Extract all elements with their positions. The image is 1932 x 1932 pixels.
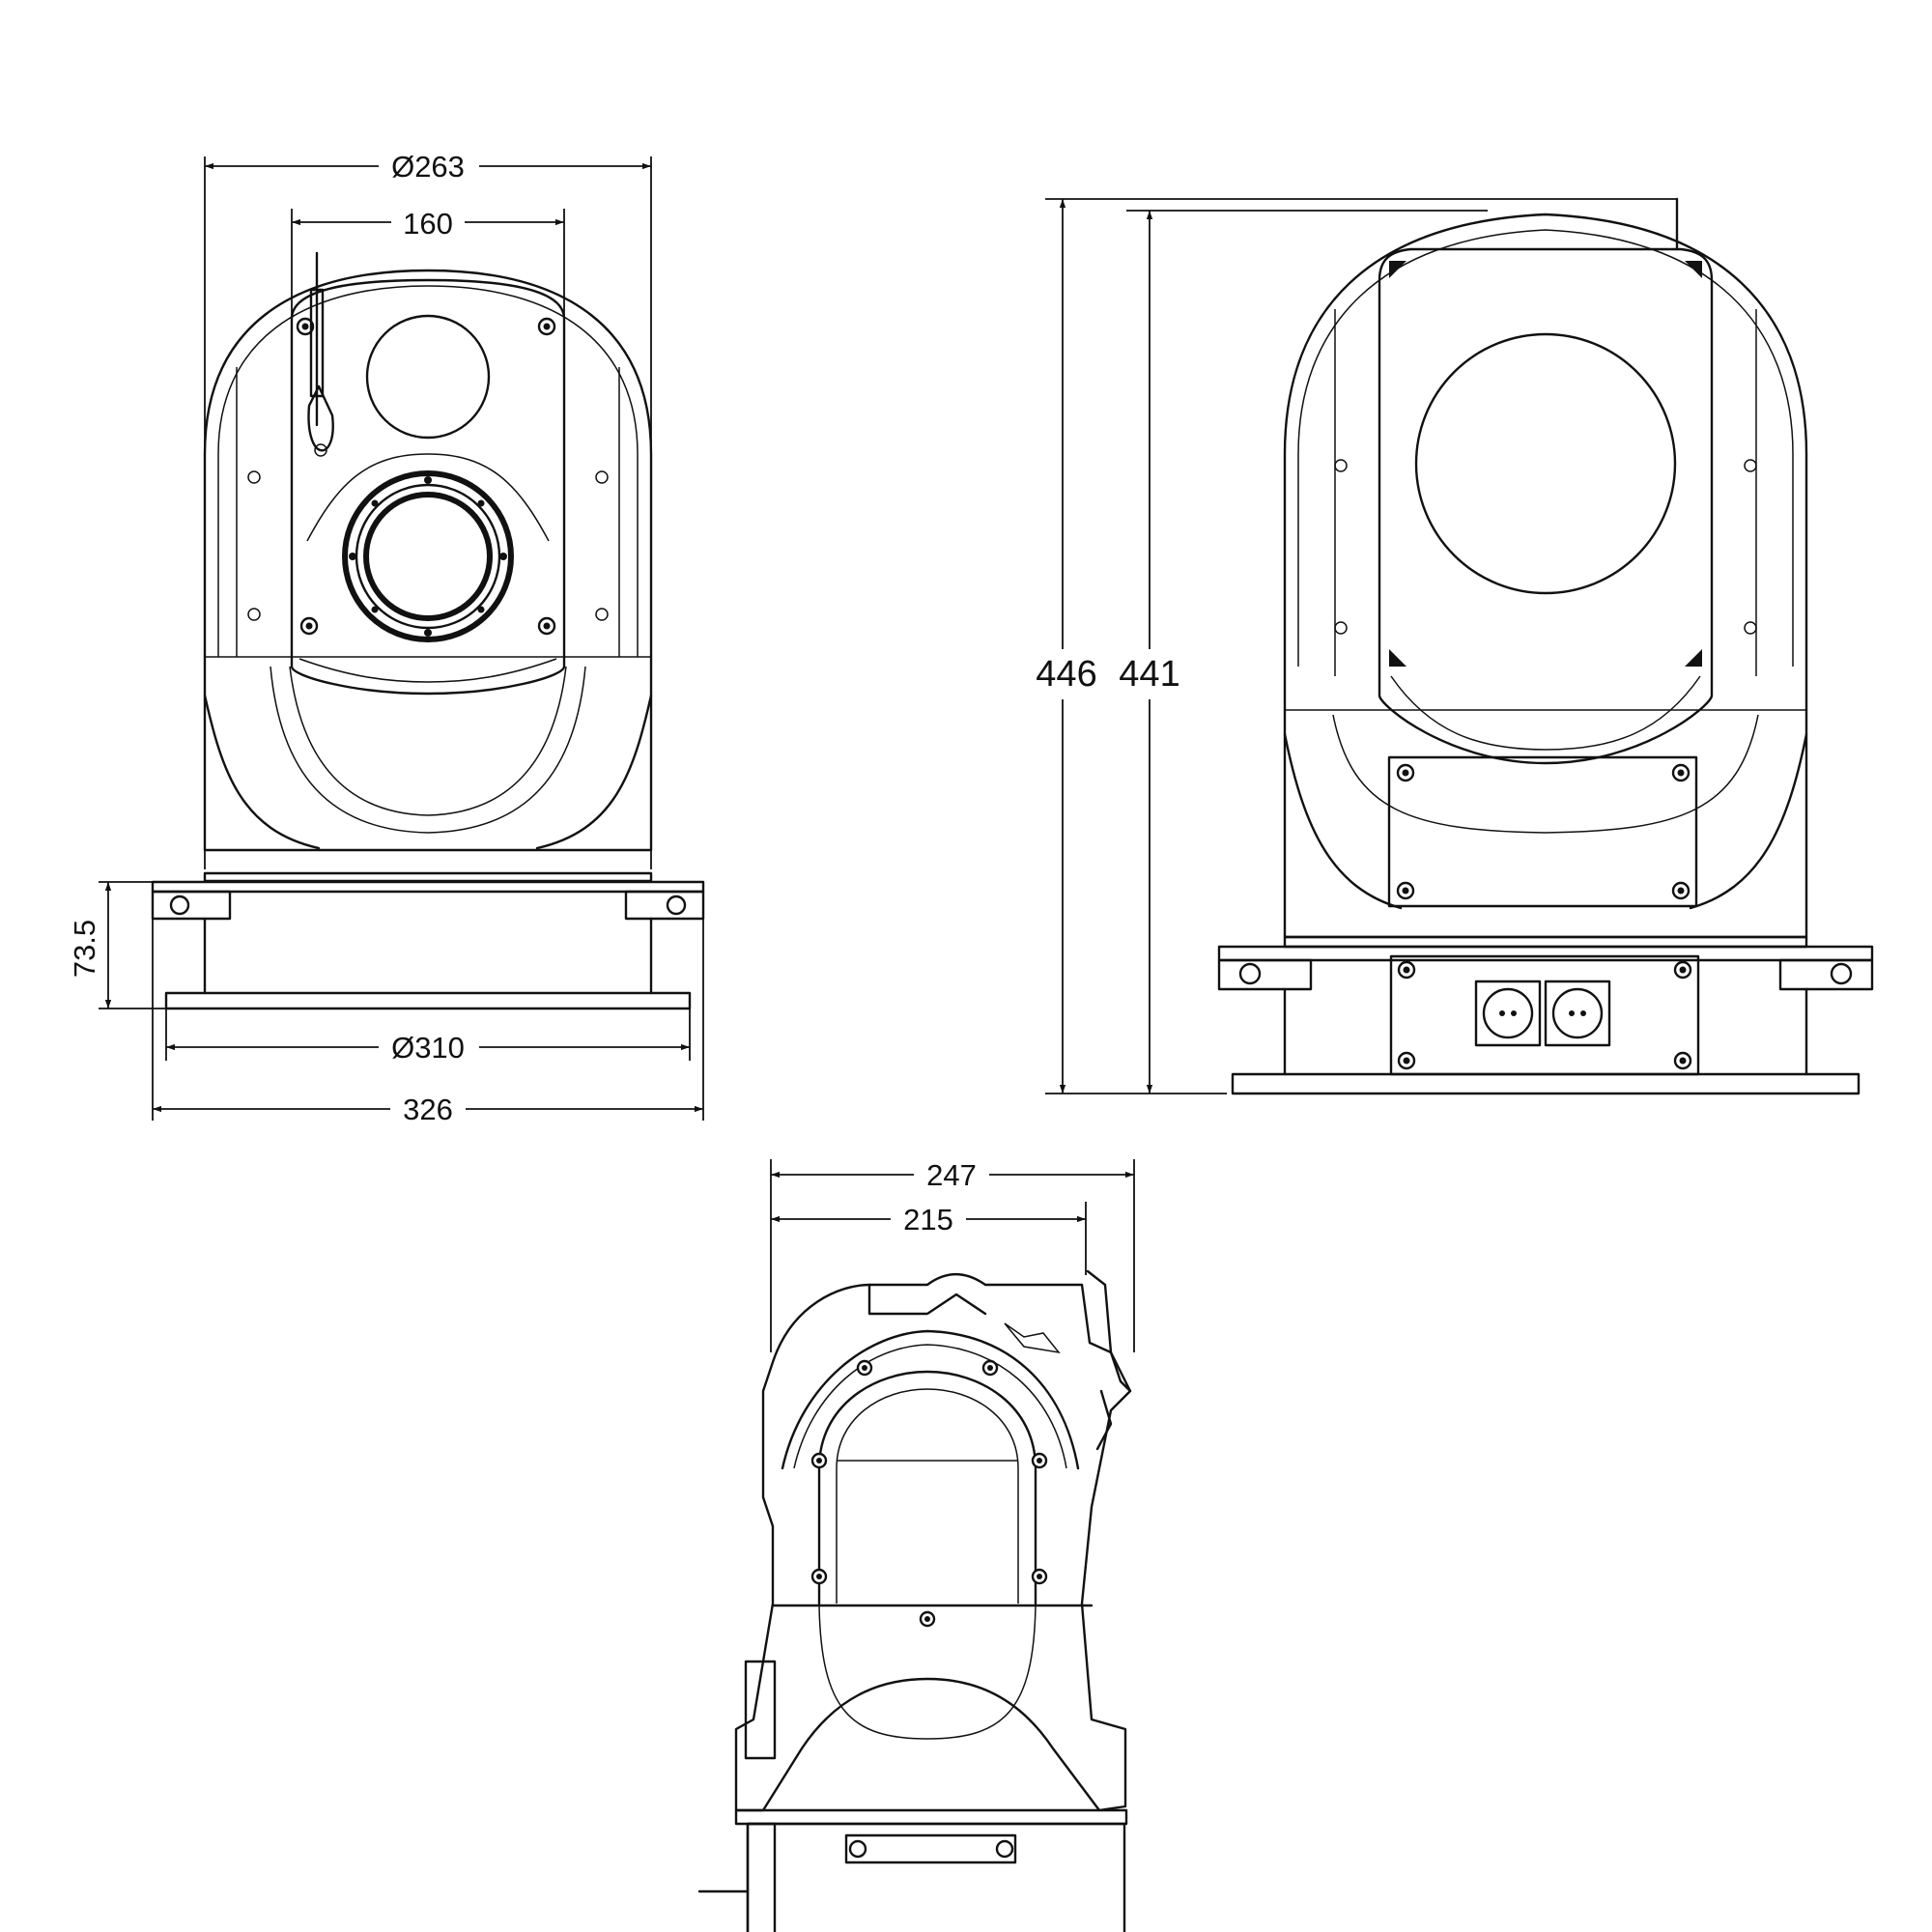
dim-base-diameter: Ø310 <box>391 1031 465 1065</box>
dim-housing-diameter: Ø263 <box>391 150 465 184</box>
side-view: 247 215 <box>697 1155 1135 1932</box>
front-view: Ø263 160 73.5 Ø310 326 <box>66 147 705 1126</box>
rear-view: 446 441 <box>1028 197 1874 1095</box>
dim-overall-depth: 247 <box>926 1158 977 1192</box>
dim-base-height: 73.5 <box>68 920 101 978</box>
dim-base-width: 326 <box>403 1093 453 1126</box>
dim-body-depth: 215 <box>903 1203 953 1236</box>
dim-overall-height: 446 <box>1036 654 1096 695</box>
dim-window-width: 160 <box>403 207 453 241</box>
dim-body-height: 441 <box>1119 654 1179 695</box>
